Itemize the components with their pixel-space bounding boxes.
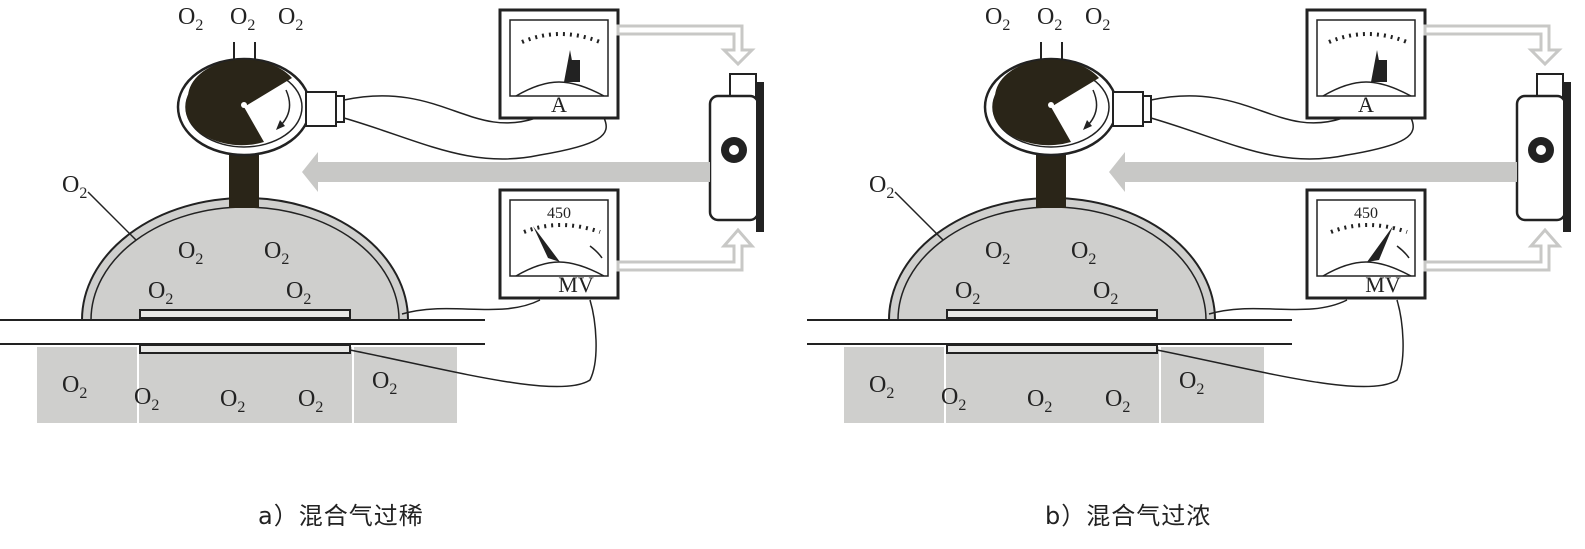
voltmeter-needle-a xyxy=(533,226,560,262)
voltmeter-label-a: MV xyxy=(558,272,594,297)
panel-a xyxy=(0,8,766,425)
ammeter-label-b: A xyxy=(1358,92,1374,117)
caption-panel-a: a）混合气过稀 xyxy=(258,502,424,530)
voltmeter-scale-b: 450 xyxy=(1354,205,1378,222)
ammeter-label-a: A xyxy=(551,92,567,117)
voltmeter-scale-a: 450 xyxy=(547,205,571,222)
panel-b xyxy=(805,8,1573,425)
o2-label: O2 xyxy=(178,4,203,34)
o2-label: O2 xyxy=(230,4,255,34)
voltmeter-label-b: MV xyxy=(1365,272,1401,297)
voltmeter-needle-b xyxy=(1367,226,1393,262)
o2-label: O2 xyxy=(278,4,303,34)
o2-label: O2 xyxy=(134,384,159,414)
o2-label: O2 xyxy=(869,372,894,402)
o2-label: O2 xyxy=(1037,4,1062,34)
o2-label: O2 xyxy=(985,4,1010,34)
o2-label: O2 xyxy=(1085,4,1110,34)
caption-panel-b: b）混合气过浓 xyxy=(1045,502,1212,530)
o2-label: O2 xyxy=(955,278,980,308)
o2-label: O2 xyxy=(869,172,894,202)
o2-label: O2 xyxy=(62,172,87,202)
